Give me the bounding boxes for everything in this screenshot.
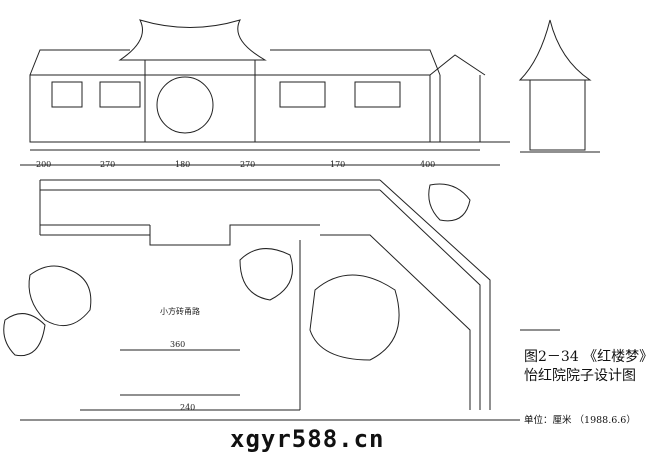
- plan-corridor: [39, 179, 491, 411]
- watermark: xgyr588.cn: [230, 425, 385, 453]
- dimension-label: 240: [180, 403, 196, 412]
- dimension-label: 180: [175, 160, 191, 169]
- dimension-label: 170: [330, 160, 346, 169]
- front-elevation: [29, 19, 510, 151]
- path-label: 小方砖甬路: [160, 307, 200, 316]
- dimension-label: 360: [170, 340, 186, 349]
- dimension-label: 270: [100, 160, 116, 169]
- dimension-label: 200: [36, 160, 52, 169]
- dimension-label: 400: [420, 160, 436, 169]
- dimension-label: 270: [240, 160, 256, 169]
- side-elevation: [518, 19, 600, 153]
- figure-caption: 图2－34 《红楼梦》怡红院院子设计图: [524, 349, 647, 384]
- unit-note: 单位：厘米 （1988.6.6）: [524, 415, 636, 426]
- rocks: [3, 183, 471, 361]
